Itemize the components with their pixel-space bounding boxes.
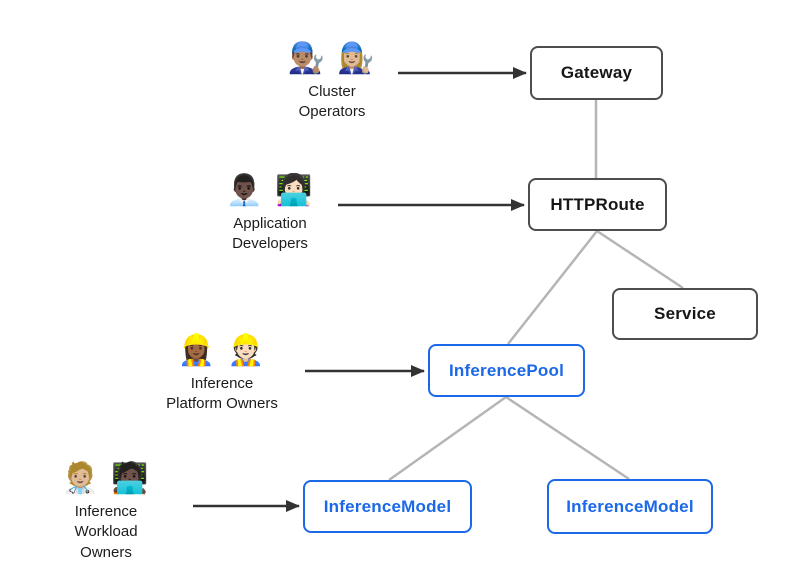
persona-label: Inference Platform Owners: [166, 375, 278, 413]
persona-inference-platform-owners: 👷🏾‍♀️ 👷🏻 Inference Platform Owners: [166, 330, 278, 415]
cluster-operators-emoji-icon: 👨🏽‍🔧 👩🏼‍🔧: [287, 42, 377, 75]
persona-label: Inference Workload Owners: [74, 503, 138, 561]
node-service: Service: [612, 288, 758, 340]
application-developers-emoji-icon: 👨🏿‍💼 👩🏻‍💻: [225, 174, 315, 207]
persona-inference-workload-owners: 🧑🏼‍⚕️ 🧑🏿‍💻 Inference Workload Owners: [48, 458, 164, 563]
edge-inferencepool-inferencemodel-1: [388, 395, 507, 482]
edge-httproute-service: [596, 229, 684, 290]
edge-httproute-inferencepool: [507, 230, 598, 345]
inference-platform-owners-emoji-icon: 👷🏾‍♀️ 👷🏻: [177, 334, 267, 367]
node-inferencepool: InferencePool: [428, 344, 585, 397]
persona-application-developers: 👨🏿‍💼 👩🏻‍💻 Application Developers: [220, 170, 320, 255]
persona-cluster-operators: 👨🏽‍🔧 👩🏼‍🔧 Cluster Operators: [287, 38, 377, 123]
persona-label: Cluster Operators: [298, 83, 366, 121]
edge-inferencepool-inferencemodel-2: [505, 395, 630, 481]
node-httproute: HTTPRoute: [528, 178, 667, 231]
node-gateway: Gateway: [530, 46, 663, 100]
node-inferencemodel-1: InferenceModel: [303, 480, 472, 533]
persona-label: Application Developers: [232, 215, 308, 253]
inference-workload-owners-emoji-icon: 🧑🏼‍⚕️ 🧑🏿‍💻: [61, 462, 151, 495]
node-inferencemodel-2: InferenceModel: [547, 479, 713, 534]
